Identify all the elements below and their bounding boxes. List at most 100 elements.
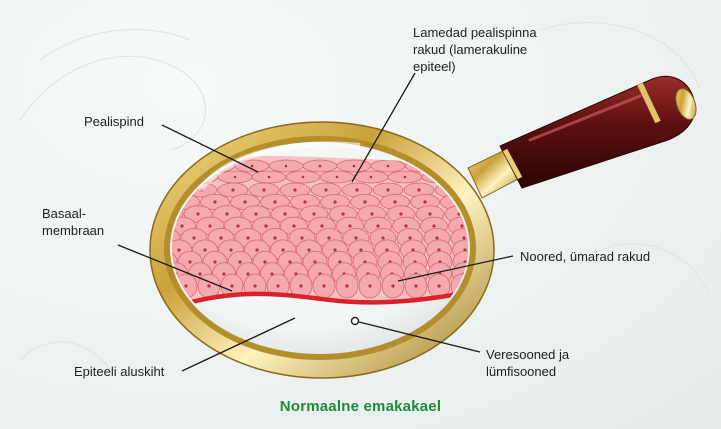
squamous-cell	[133, 160, 167, 172]
cell-nucleus	[253, 284, 256, 287]
cell-nucleus	[203, 248, 206, 251]
cell-nucleus	[363, 200, 366, 203]
cell-nucleus	[196, 212, 199, 215]
cell-nucleus	[153, 200, 156, 203]
cell-nucleus	[354, 236, 357, 239]
diagram-caption: Normaalne emakakael	[0, 398, 721, 415]
cell-nucleus	[281, 248, 284, 251]
cell-nucleus	[387, 165, 390, 168]
cell-nucleus	[230, 284, 233, 287]
cell-nucleus	[408, 236, 411, 239]
cell-nucleus	[273, 200, 276, 203]
cell-nucleus	[262, 188, 265, 191]
cell-nucleus	[288, 260, 291, 263]
cell-nucleus	[376, 224, 379, 227]
cell-nucleus	[432, 224, 435, 227]
cell-nucleus	[348, 224, 351, 227]
cell-nucleus	[303, 200, 306, 203]
label-squamous-cells: Lamedad pealispinna rakud (lamerakuline …	[413, 24, 537, 75]
cell-nucleus	[254, 212, 257, 215]
cell-nucleus	[336, 176, 339, 179]
cell-nucleus	[302, 176, 305, 179]
cell-nucleus	[333, 200, 336, 203]
cell-nucleus	[138, 236, 141, 239]
cell-nucleus	[462, 236, 465, 239]
cell-nucleus	[359, 248, 362, 251]
cell-nucleus	[236, 224, 239, 227]
cell-nucleus	[404, 176, 407, 179]
cell-nucleus	[138, 188, 141, 191]
cell-nucleus	[222, 272, 225, 275]
cell-nucleus	[324, 188, 327, 191]
cell-nucleus	[188, 260, 191, 263]
cell-nucleus	[299, 284, 302, 287]
label-basal-membrane: Basaal- membraan	[42, 205, 104, 239]
cell-nucleus	[225, 212, 228, 215]
cell-nucleus	[207, 284, 210, 287]
cell-nucleus	[312, 212, 315, 215]
vessel-dot	[352, 318, 359, 325]
cell-nucleus	[320, 224, 323, 227]
cell-nucleus	[285, 165, 288, 168]
cell-nucleus	[460, 224, 463, 227]
cell-nucleus	[184, 284, 187, 287]
cell-nucleus	[370, 212, 373, 215]
cell-nucleus	[229, 248, 232, 251]
cell-nucleus	[355, 188, 358, 191]
cell-nucleus	[213, 200, 216, 203]
cell-nucleus	[423, 200, 426, 203]
magnifier-handle	[468, 76, 700, 198]
cell-nucleus	[393, 200, 396, 203]
cell-nucleus	[238, 260, 241, 263]
cell-nucleus	[368, 284, 371, 287]
cell-nucleus	[149, 165, 152, 168]
cell-nucleus	[293, 188, 296, 191]
cell-nucleus	[417, 188, 420, 191]
cell-nucleus	[322, 284, 325, 287]
cell-nucleus	[180, 224, 183, 227]
cell-nucleus	[327, 236, 330, 239]
cell-nucleus	[264, 224, 267, 227]
cell-nucleus	[198, 272, 201, 275]
cell-nucleus	[183, 165, 186, 168]
cell-nucleus	[138, 212, 141, 215]
cell-nucleus	[333, 248, 336, 251]
cell-nucleus	[231, 188, 234, 191]
cell-nucleus	[386, 188, 389, 191]
cell-nucleus	[307, 248, 310, 251]
cell-nucleus	[255, 248, 258, 251]
cell-nucleus	[455, 165, 458, 168]
cell-nucleus	[437, 284, 440, 287]
cell-nucleus	[263, 260, 266, 263]
cell-nucleus	[138, 284, 141, 287]
cell-nucleus	[192, 236, 195, 239]
cell-nucleus	[276, 284, 279, 287]
cell-nucleus	[283, 212, 286, 215]
cell-nucleus	[300, 236, 303, 239]
cell-nucleus	[177, 248, 180, 251]
cell-nucleus	[483, 200, 486, 203]
cell-nucleus	[404, 224, 407, 227]
cell-nucleus	[251, 165, 254, 168]
cell-nucleus	[428, 212, 431, 215]
cell-nucleus	[414, 284, 417, 287]
cell-nucleus	[246, 236, 249, 239]
epithelial-cell	[127, 229, 153, 248]
cell-nucleus	[353, 165, 356, 168]
cell-nucleus	[208, 224, 211, 227]
cell-nucleus	[292, 224, 295, 227]
cell-nucleus	[166, 176, 169, 179]
epithelial-cell	[126, 206, 154, 223]
cell-nucleus	[399, 212, 402, 215]
cell-nucleus	[381, 236, 384, 239]
cell-nucleus	[138, 260, 141, 263]
cell-nucleus	[391, 284, 394, 287]
cell-nucleus	[370, 176, 373, 179]
label-vessels: Veresooned ja lümfisooned	[486, 346, 569, 380]
cell-nucleus	[246, 272, 249, 275]
cell-nucleus	[234, 176, 237, 179]
cell-nucleus	[345, 284, 348, 287]
label-young-cells: Noored, ümarad rakud	[520, 248, 650, 265]
epithelial-cell	[129, 274, 151, 298]
